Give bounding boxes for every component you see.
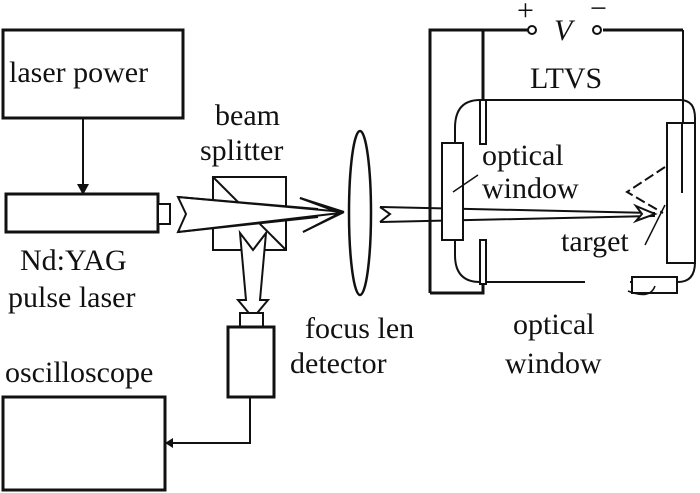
- detector-to-oscilloscope-arrow: [165, 397, 251, 448]
- nd-yag-laser: [4, 192, 171, 234]
- bottom-electrode: [479, 239, 487, 285]
- oscilloscope: [1, 395, 167, 492]
- power-to-laser-arrow: [77, 118, 89, 195]
- focused-beam: [379, 203, 658, 224]
- plus-sign: +: [517, 0, 534, 27]
- laser-power-label: laser power: [9, 56, 148, 89]
- beam-splitter-label-line1: beam: [215, 99, 280, 132]
- laser-power-box: laser power: [1, 28, 185, 120]
- target-holder: [666, 122, 696, 264]
- detector-label: detector: [290, 347, 387, 380]
- laser-label-line1: Nd:YAG: [20, 244, 127, 277]
- top-electrode: [479, 99, 487, 145]
- voltage-source: + V −: [517, 0, 607, 47]
- focus-lens-label: focus len: [305, 312, 414, 345]
- reflected-beam: [235, 229, 271, 320]
- bottom-window-label-line1: optical: [513, 308, 595, 341]
- voltage-symbol: V: [554, 14, 576, 47]
- ltvs-label: LTVS: [530, 62, 602, 95]
- main-laser-beam: [176, 195, 345, 234]
- oscilloscope-label: oscilloscope: [5, 356, 153, 389]
- beam-splitter-label-line2: splitter: [200, 134, 283, 167]
- bottom-optical-window: [627, 276, 678, 296]
- laser-label-line2: pulse laser: [8, 281, 135, 314]
- entry-window-label-line2: window: [482, 172, 579, 205]
- target-label: target: [561, 225, 629, 258]
- target-reflection: [625, 166, 666, 246]
- minus-sign: −: [590, 0, 607, 25]
- focus-lens: [347, 129, 373, 297]
- entry-window-label-line1: optical: [482, 139, 564, 172]
- entry-optical-window: [441, 142, 479, 241]
- detector: [226, 312, 276, 399]
- bottom-window-label-line2: window: [505, 347, 602, 380]
